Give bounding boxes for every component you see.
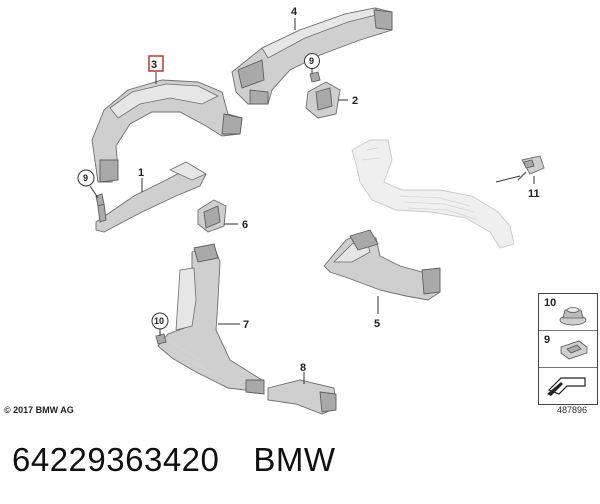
callout-2: 2: [352, 95, 358, 107]
callout-10: 10: [154, 316, 164, 326]
parts-diagram: 3 4 9 2 1 9 6 7 10 5 8 11: [77, 6, 545, 415]
highlight-box-3: [148, 55, 164, 72]
part-2-bracket: [305, 81, 341, 119]
legend-cell-9: 9: [539, 331, 597, 368]
callout-8: 8: [300, 362, 306, 374]
callout-3: 3: [151, 59, 157, 71]
clip-icon: [560, 340, 588, 360]
diagram-image-code: 487896: [557, 405, 588, 415]
callout-6: 6: [242, 219, 248, 231]
fastener-legend: 10 9: [538, 293, 598, 405]
callout-circle-9-top: [304, 53, 320, 69]
callout-1: 1: [138, 167, 144, 179]
legend-cell-arrow: [539, 368, 597, 403]
orientation-arrow-icon: [547, 377, 586, 396]
part-10-nut: [155, 333, 167, 345]
legend-label-9: 9: [544, 334, 551, 346]
part-caption: 64229363420 BMW: [12, 441, 370, 479]
part-9-clip-left: [95, 193, 105, 207]
callout-circle-9-left: [77, 169, 95, 187]
callout-11: 11: [528, 188, 540, 200]
callout-4: 4: [291, 6, 298, 18]
part-number: 64229363420: [12, 441, 220, 478]
part-6-clip: [197, 199, 227, 233]
part-3-duct: [91, 79, 243, 183]
ghost-duct-context: [351, 139, 515, 249]
callout-9-left: 9: [83, 173, 88, 183]
callout-5: 5: [374, 318, 380, 330]
legend-label-10: 10: [544, 297, 557, 309]
part-7-duct: [157, 243, 265, 395]
part-5-duct: [323, 229, 441, 301]
callout-7: 7: [243, 319, 249, 331]
part-1-duct: [95, 161, 207, 233]
callout-9-top: 9: [309, 56, 314, 66]
copyright-notice: © 2017 BMW AG: [4, 405, 74, 415]
part-9-clip-top: [309, 71, 321, 83]
part-11-bolt: [517, 155, 545, 181]
legend-cell-10: 10: [539, 294, 597, 331]
callout-circle-10: [151, 312, 169, 330]
leader-lines: [89, 18, 535, 384]
brand-name: BMW: [253, 441, 336, 478]
part-8-duct: [267, 379, 337, 415]
nut-icon: [559, 307, 587, 326]
